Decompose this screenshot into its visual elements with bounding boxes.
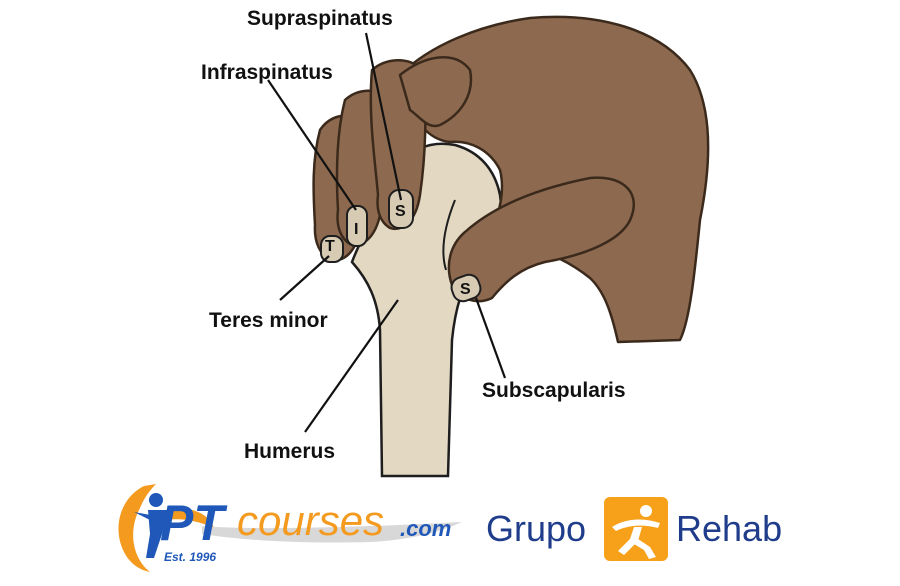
finger-letter-supraspinatus: S [395,203,406,220]
nail-supraspinatus [388,189,414,229]
leader-lines [267,32,507,433]
leader-infraspinatus [267,79,357,211]
label-humerus: Humerus [244,440,336,463]
finger-letter-teres-minor: T [325,238,335,255]
label-teres-minor: Teres minor [209,309,328,332]
finger-letter-infraspinatus: I [354,221,359,238]
fingernails [320,189,482,303]
leader-humerus [304,299,399,433]
leader-teres-minor [279,255,330,301]
ptcourses-pt-text: PT [160,495,224,551]
ptcourses-emblem-icon [118,484,462,572]
grupo-text: Grupo [486,508,587,549]
ptcourses-established-text: Est. 1996 [164,550,217,564]
ptcourses-logo: PT courses .com Est. 1996 [110,478,470,574]
label-infraspinatus: Infraspinatus [201,61,333,84]
label-supraspinatus: Supraspinatus [247,7,393,30]
grupo-rehab-emblem-icon [604,497,668,561]
nail-infraspinatus [346,205,368,247]
humerus-detail-line [442,199,456,271]
ptcourses-domain-text: .com [400,516,452,541]
finger-letter-subscapularis: S [460,281,471,298]
leader-supraspinatus [364,32,403,201]
grupo-rehab-logo: Grupo Rehab [486,495,796,565]
rehab-text: Rehab [676,508,783,549]
nail-teres-minor [320,235,344,263]
ptcourses-courses-text: courses [237,497,385,544]
leader-subscapularis [474,297,507,379]
label-subscapularis: Subscapularis [482,379,626,402]
nail-subscapularis [450,273,482,303]
